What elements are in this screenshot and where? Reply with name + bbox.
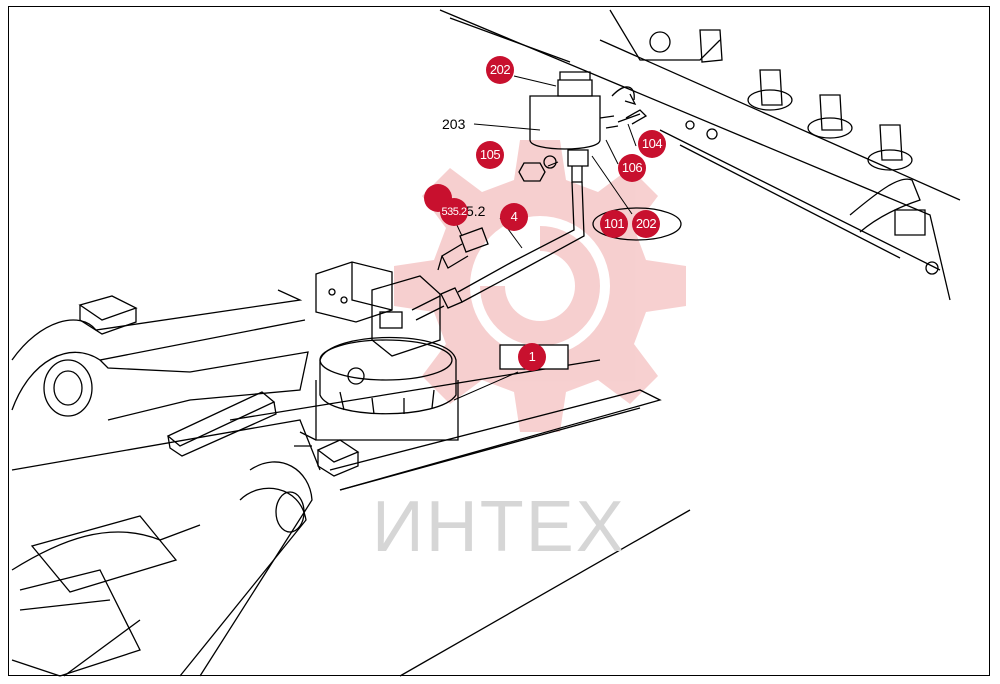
callout-4[interactable]: 4 — [500, 203, 528, 231]
upper-frame-assembly — [439, 9, 961, 301]
callout-106[interactable]: 106 — [618, 154, 646, 182]
callout-group-outline — [592, 207, 682, 241]
callout-101[interactable]: 101 — [600, 210, 628, 238]
nut-washer — [518, 155, 557, 182]
watermark-text: ИНТЕХ — [372, 487, 626, 567]
callout-202-lower[interactable]: 202 — [632, 210, 660, 238]
label-203: 203 — [442, 116, 466, 132]
label-5-2: 5.2 — [466, 203, 486, 219]
callout-535-2[interactable]: 535.2 — [440, 198, 468, 226]
swing-motor — [294, 261, 459, 447]
callout-202[interactable]: 202 — [486, 56, 514, 84]
callout-104[interactable]: 104 — [638, 130, 666, 158]
callout-1[interactable]: 1 — [518, 343, 546, 371]
callout-105[interactable]: 105 — [476, 141, 504, 169]
diagram-frame — [8, 6, 990, 676]
boom-structure — [11, 289, 691, 677]
sensor-body — [529, 71, 648, 183]
hose-line — [411, 181, 585, 321]
fitting-assembly — [437, 227, 489, 271]
